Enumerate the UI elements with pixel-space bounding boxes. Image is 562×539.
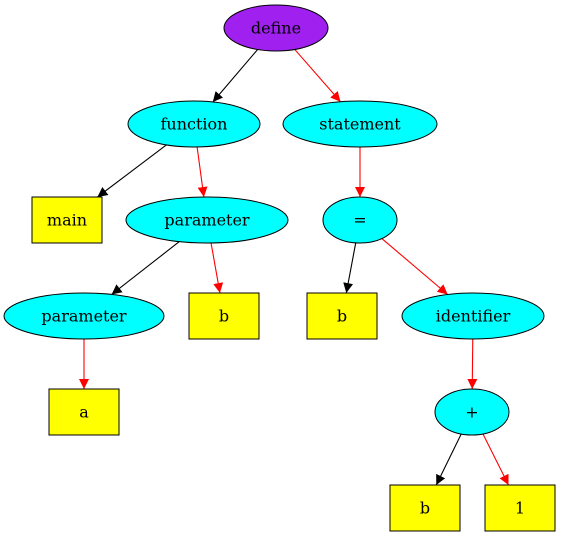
- edge-define-to-function: [212, 49, 259, 103]
- node-one-label: 1: [515, 499, 525, 518]
- node-main: main: [31, 196, 103, 244]
- node-parameter2-label: parameter: [41, 307, 127, 326]
- node-plus-label: +: [465, 403, 478, 422]
- edge-define-to-statement: [294, 49, 341, 103]
- node-function-label: function: [161, 115, 228, 134]
- node-plus: +: [434, 388, 510, 436]
- edge-plus-to-one: [482, 433, 509, 486]
- node-define: define: [223, 4, 329, 52]
- node-b2-shape: [306, 292, 378, 340]
- node-b3: b: [389, 484, 461, 532]
- edge-parameter1-to-b1: [210, 242, 224, 294]
- edge-assign-to-b2: [343, 242, 357, 294]
- edge-parameter1-to-parameter2: [111, 241, 180, 295]
- edge-assign-to-identifier: [381, 238, 449, 295]
- node-parameter1: parameter: [125, 196, 289, 244]
- node-b1-shape: [188, 292, 260, 340]
- node-statement-shape: [282, 100, 438, 148]
- node-b2: b: [306, 292, 378, 340]
- node-b3-label: b: [420, 499, 430, 518]
- node-statement: statement: [282, 100, 438, 148]
- node-main-shape: [31, 196, 103, 244]
- node-main-label: main: [47, 211, 87, 230]
- node-a-shape: [48, 388, 120, 436]
- node-assign: =: [322, 196, 398, 244]
- node-b3-shape: [389, 484, 461, 532]
- node-a-label: a: [79, 403, 89, 422]
- node-parameter2: parameter: [3, 292, 165, 340]
- node-define-label: define: [251, 19, 301, 38]
- edge-identifier-to-plus: [467, 338, 478, 390]
- node-assign-shape: [322, 196, 398, 244]
- node-statement-label: statement: [319, 115, 401, 134]
- edge-function-to-main: [97, 144, 167, 198]
- node-define-shape: [223, 4, 329, 52]
- node-a: a: [48, 388, 120, 436]
- edges-layer: [79, 49, 509, 486]
- node-one-shape: [484, 484, 556, 532]
- node-parameter1-label: parameter: [164, 211, 250, 230]
- node-identifier: identifier: [401, 292, 545, 340]
- edge-plus-to-b3: [435, 433, 462, 486]
- node-identifier-label: identifier: [436, 307, 511, 326]
- node-assign-label: =: [353, 211, 366, 230]
- edge-function-to-parameter1: [196, 146, 208, 198]
- node-b2-label: b: [337, 307, 347, 326]
- node-parameter1-shape: [125, 196, 289, 244]
- node-function-shape: [127, 100, 261, 148]
- node-b1: b: [188, 292, 260, 340]
- node-identifier-shape: [401, 292, 545, 340]
- node-function: function: [127, 100, 261, 148]
- nodes-layer: define function statement main parameter = par…: [3, 4, 556, 532]
- node-plus-shape: [434, 388, 510, 436]
- node-one: 1: [484, 484, 556, 532]
- node-parameter2-shape: [3, 292, 165, 340]
- node-b1-label: b: [219, 307, 229, 326]
